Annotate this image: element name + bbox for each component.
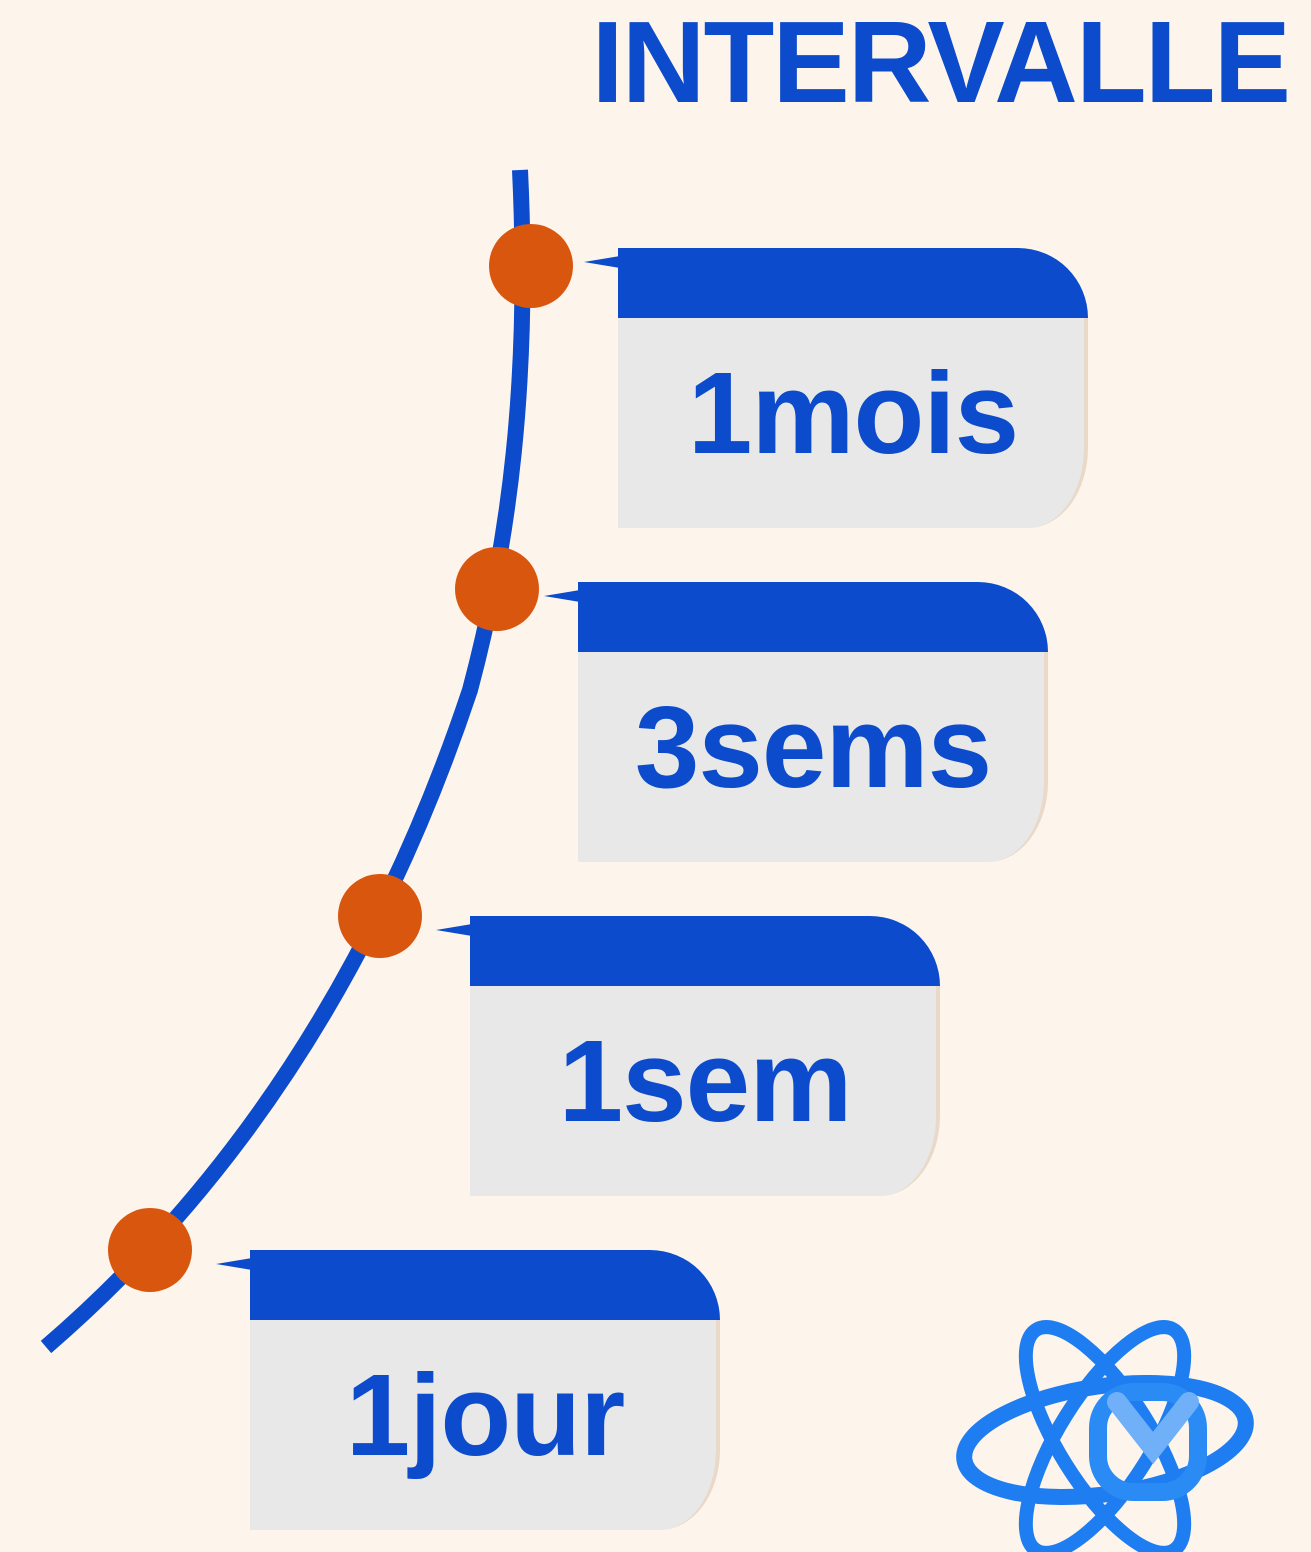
growth-curve	[40, 169, 531, 1354]
card-body	[470, 986, 940, 1196]
curve-point-1mois	[489, 224, 573, 308]
interval-label: 1jour	[345, 1350, 626, 1480]
interval-card-3sems: 3sems	[544, 582, 1048, 862]
card-body	[578, 652, 1048, 862]
interval-label: 1mois	[687, 348, 1019, 478]
card-body	[250, 1320, 720, 1530]
card-body	[618, 318, 1088, 528]
atom-logo-icon	[956, 1320, 1254, 1552]
interval-label: 3sems	[634, 682, 992, 812]
curve-point-1sem	[338, 874, 422, 958]
interval-card-1mois: 1mois	[584, 248, 1088, 528]
curve-point-1jour	[108, 1208, 192, 1292]
curve-point-3sems	[455, 547, 539, 631]
card-header	[578, 582, 1048, 652]
interval-label: 1sem	[558, 1016, 853, 1146]
card-header	[470, 916, 940, 986]
interval-card-1jour: 1jour	[216, 1250, 720, 1530]
card-header	[618, 248, 1088, 318]
card-header	[250, 1250, 720, 1320]
interval-card-1sem: 1sem	[436, 916, 940, 1196]
page-title: INTERVALLE	[591, 0, 1291, 127]
